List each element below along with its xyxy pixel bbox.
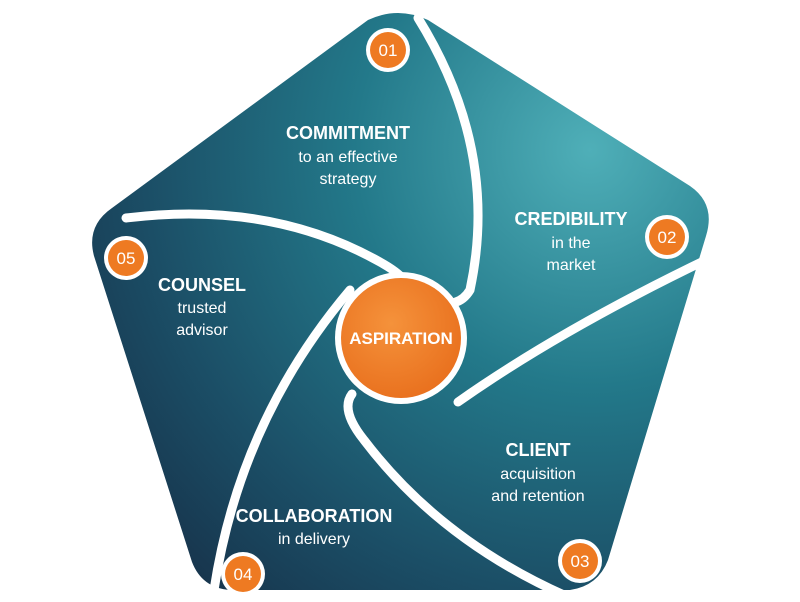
segment-title: COMMITMENT (286, 123, 410, 143)
segment-collaboration: COLLABORATION in delivery (236, 506, 393, 548)
center-label: ASPIRATION (349, 329, 453, 348)
badge-04: 04 (221, 552, 265, 596)
segment-desc-line: and retention (491, 488, 584, 505)
badge-03: 03 (558, 539, 602, 583)
badge-02: 02 (645, 215, 689, 259)
segment-client: CLIENT acquisition and retention (491, 440, 584, 505)
badge-fill (225, 556, 261, 592)
segment-counsel: COUNSEL trusted advisor (158, 275, 246, 339)
badge-number: 04 (234, 565, 253, 584)
center-hub: ASPIRATION (335, 272, 467, 404)
badge-01: 01 (366, 28, 410, 72)
segment-title: COLLABORATION (236, 506, 393, 526)
segment-credibility: CREDIBILITY in the market (514, 209, 627, 274)
segment-desc-line: trusted (178, 300, 227, 317)
segment-desc-line: in delivery (278, 531, 350, 548)
badge-number: 03 (571, 552, 590, 571)
badge-number: 01 (379, 41, 398, 60)
badge-number: 02 (658, 228, 677, 247)
segment-title: CREDIBILITY (514, 209, 627, 229)
segment-title: COUNSEL (158, 275, 246, 295)
segment-commitment: COMMITMENT to an effective strategy (286, 123, 410, 188)
divider-5-1 (121, 209, 409, 285)
divider-3-4 (343, 389, 571, 601)
badge-05: 05 (104, 236, 148, 280)
badge-fill (562, 543, 598, 579)
segment-title: CLIENT (506, 440, 571, 460)
segment-desc-line: in the (551, 235, 590, 252)
badge-fill (370, 32, 406, 68)
segment-desc-line: strategy (320, 171, 377, 188)
badge-fill (649, 219, 685, 255)
badge-number: 05 (117, 249, 136, 268)
badge-fill (108, 240, 144, 276)
segment-desc-line: advisor (176, 322, 228, 339)
segment-desc-line: market (547, 257, 596, 274)
center-circle-fill (341, 278, 461, 398)
divider-4-5 (209, 285, 355, 595)
divider-2-3 (453, 253, 715, 407)
segment-desc-line: to an effective (298, 149, 397, 166)
segment-desc-line: acquisition (500, 466, 576, 483)
